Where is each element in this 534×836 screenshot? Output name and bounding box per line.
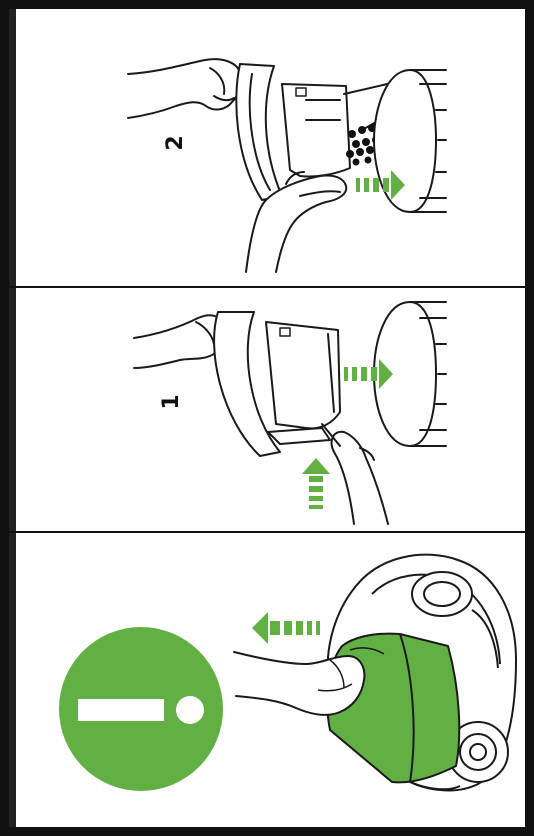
exclamation-circle-icon [59, 627, 223, 791]
step-2-number: 2 [163, 135, 188, 150]
step-1-number: 1 [159, 394, 184, 409]
dust-bin-body [282, 84, 350, 177]
